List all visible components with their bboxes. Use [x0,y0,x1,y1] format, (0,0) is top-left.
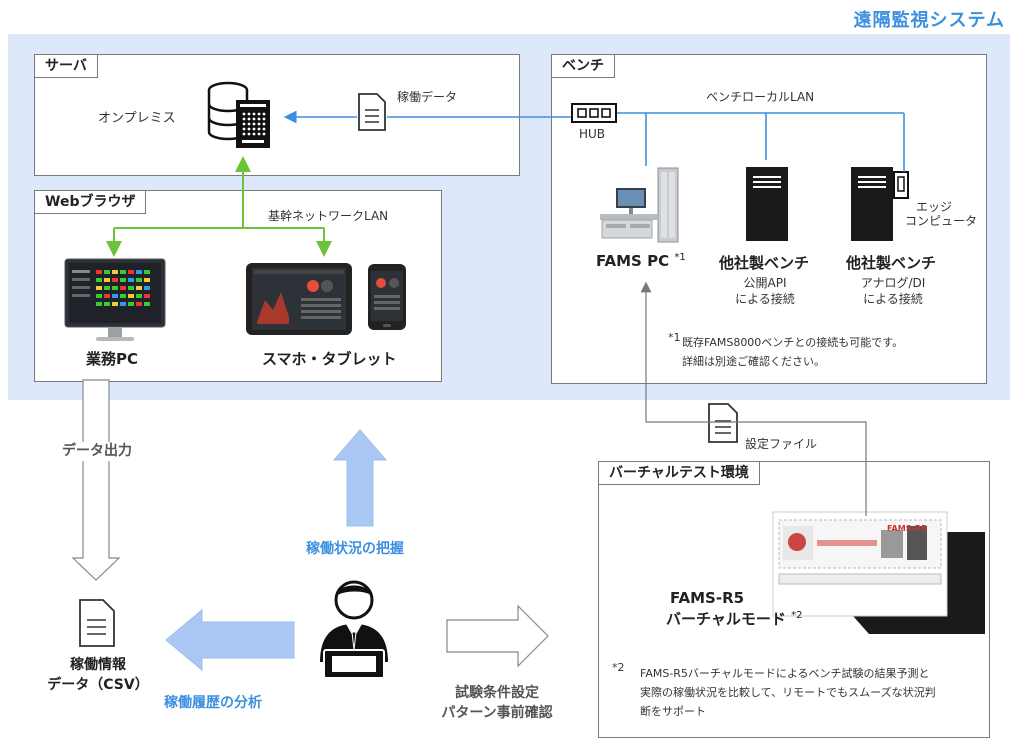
virtual-test-tab: バーチャルテスト環境 [599,462,760,485]
data-output-label: データ出力 [56,442,138,461]
hub-label: HUB [579,127,606,141]
bench-footnote-mark: *1 [668,331,681,344]
settings-file-label: 設定ファイル [745,437,818,451]
smartphone-icon [368,264,406,330]
virtual-mode-label: バーチャルモード [666,610,786,628]
virtual-footnote-line3: 断をサポート [640,705,706,718]
fams-pc-label-wrap: FAMS PC *1 [596,252,686,270]
server-tab: サーバ [35,55,98,78]
business-pc-monitor-icon [64,258,166,341]
other-bench-analog-sub2: による接続 [863,292,923,306]
core-lan-label: 基幹ネットワークLAN [268,209,389,223]
web-browser-tab: Webブラウザ [35,191,147,214]
bench-footnote-line1: 既存FAMS8000ベンチとの接続も可能です。 [682,336,904,349]
onpremise-label: オンプレミス [98,111,176,126]
csv-label-1: 稼働情報 [70,657,126,673]
server-icon [207,81,270,148]
bench-tab: ベンチ [552,55,615,78]
business-pc-label: 業務PC [86,350,139,368]
other-bench-api-icon [746,167,788,241]
virtual-footnote-line1: FAMS-R5バーチャルモードによるベンチ試験の結果予測と [640,667,930,680]
csv-file-icon [79,599,115,647]
tablet-icon [246,263,352,335]
other-bench-api-sub1: 公開API [743,276,787,290]
settings-file-icon [708,403,738,443]
fams-pc-footnote-mark: *1 [674,252,686,263]
csv-label-2: データ（CSV） [47,677,149,693]
other-bench-analog-sub1: アナログ/DI [860,276,926,290]
virtual-footnote-line2: 実際の稼働状況を比較して、リモートでもスムーズな状況判 [640,686,936,699]
grasp-status-label: 稼働状況の把握 [306,541,404,557]
bench-footnote-line2: 詳細は別途ご確認ください。 [682,355,825,368]
pattern-label-1: 試験条件設定 [455,685,539,701]
other-bench-api-title: 他社製ベンチ [719,254,810,272]
hub-icon [571,103,617,123]
bench-lan-label: ベンチローカルLAN [706,90,815,104]
data-document-icon [358,93,386,131]
virtual-mode-footnote-mark: *2 [791,610,803,621]
laptop-icon [772,511,985,634]
history-analysis-label: 稼働履歴の分析 [164,695,262,711]
screen-logo: FAMS-R5 [887,524,927,533]
pattern-label-2: パターン事前確認 [441,705,553,721]
page-title: 遠隔監視システム [853,10,1005,31]
other-bench-api-sub2: による接続 [735,292,795,306]
virtual-footnote-mark: *2 [612,661,625,674]
virtual-mode-label-wrap: バーチャルモード *2 [666,608,802,629]
server-panel: サーバ [34,54,520,176]
edge-label-2: コンピュータ [905,214,978,228]
other-bench-analog-title: 他社製ベンチ [846,254,937,272]
smartphone-tablet-label: スマホ・タブレット [262,350,397,368]
fams-pc-label: FAMS PC [596,252,670,270]
fams-pc-icon [600,167,679,243]
fams-r5-label: FAMS-R5 [670,589,745,607]
edge-label-1: エッジ [916,200,953,214]
operating-data-label: 稼働データ [397,90,458,104]
operator-person-icon [320,580,388,679]
other-bench-analog-icon [851,167,909,241]
